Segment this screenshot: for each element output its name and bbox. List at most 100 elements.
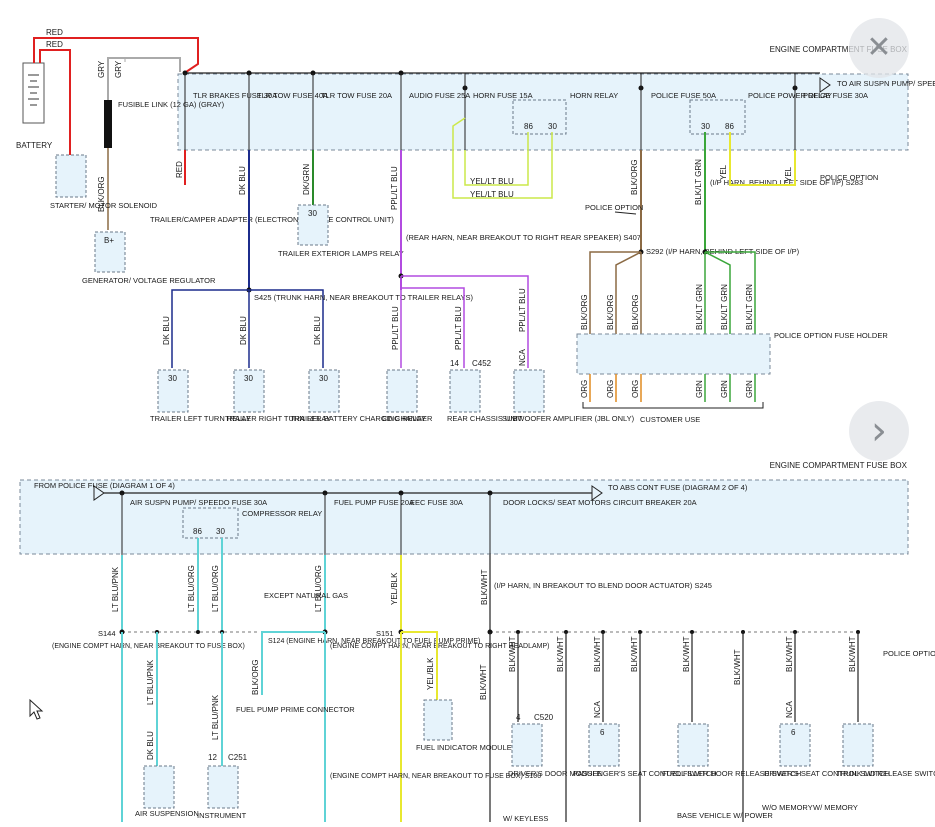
s425-label: S425 (TRUNK HARN, NEAR BREAKOUT TO TRAIL… — [254, 293, 473, 302]
wire-blkltgrn-label: BLK/LT GRN — [694, 159, 703, 205]
drivers-door-box — [511, 723, 543, 767]
wire-dkblu-c: DK BLU — [313, 316, 322, 345]
c251-label: C251 — [228, 753, 248, 762]
fuse-label: EEC FUSE 30A — [410, 498, 463, 507]
wire-ppl-label: PPL/LT BLU — [390, 166, 399, 210]
c520-label: C520 — [534, 713, 554, 722]
trunk-lid-box — [842, 723, 874, 767]
ext-lamps-relay — [297, 204, 329, 246]
pin30-b: 30 — [244, 374, 253, 383]
horn-relay-label: HORN RELAY — [570, 91, 618, 100]
next-button[interactable]: › — [849, 401, 909, 461]
brown-wire — [615, 251, 642, 345]
drv-seat-box — [779, 723, 811, 767]
cr-pin-86: 86 — [193, 527, 202, 536]
rear-chassis-box — [449, 369, 481, 413]
pass-seat-box — [588, 723, 620, 767]
wire-blkltgrn-b: BLK/LT GRN — [720, 284, 729, 330]
fusible-link-icon — [104, 100, 112, 148]
ext-lamps-label: TRAILER EXTERIOR LAMPS RELAY — [278, 249, 404, 258]
relay-left-turn — [157, 369, 189, 413]
wire-ppl-b: PPL/LT BLU — [454, 306, 463, 350]
wire-ltblupnk: LT BLU/PNK — [111, 566, 120, 612]
drv-seat-label: DRIVER'S SEAT CONTROL SWITCH — [764, 769, 890, 778]
chevron-right-icon: › — [871, 408, 887, 454]
fuel-indicator-box — [423, 699, 453, 741]
connector-a-icon — [93, 485, 105, 501]
yel-wire — [729, 132, 796, 186]
wire-yel-1: YEL — [719, 164, 728, 180]
police-option-bottom: POLICE OPTION — [883, 649, 935, 658]
wire-blkwht-g: BLK/WHT — [682, 636, 691, 672]
police-holder-label: POLICE OPTION FUSE HOLDER — [774, 331, 888, 340]
fusebox-label-line: ENGINE COMPARTMENT FUSE BOX — [770, 45, 908, 54]
subwoofer-label: SUBWOOFER AMPLIFIER (JBL ONLY) — [502, 414, 635, 423]
wire-yelltblu-2: YEL/LT BLU — [470, 190, 514, 199]
wire-ltbluorg-c: LT BLU/ORG — [314, 565, 323, 612]
starter-relay — [55, 154, 87, 198]
s151-note: (ENGINE COMPT HARN, NEAR BREAKOUT TO RIG… — [330, 643, 550, 650]
w-memory-label: W/ MEMORY — [813, 803, 858, 812]
wire-ltblupnk-b: LT BLU/PNK — [146, 659, 155, 705]
wire-yelblk-b: YEL/BLK — [426, 657, 435, 690]
s245-label: (I/P HARN, IN BREAKOUT TO BLEND DOOR ACT… — [494, 581, 712, 590]
horn-relay — [512, 99, 567, 135]
wire-org-a: ORG — [580, 380, 589, 398]
bottom-fusebox-label: ENGINE COMPARTMENT FUSE BOX — [770, 461, 908, 470]
s151-label: S151 — [376, 629, 394, 638]
wo-memory-label: W/O MEMORY — [762, 803, 813, 812]
wire-org-c: ORG — [631, 380, 640, 398]
pin4: 4 — [516, 713, 521, 722]
red-label-2: RED — [46, 40, 63, 49]
wire-grn-a: GRN — [695, 380, 704, 398]
fuse-door: DOOR LOCKS/ SEAT MOTORS CIRCUIT BREAKER … — [487, 490, 697, 555]
generator-label: GENERATOR/ VOLTAGE REGULATOR — [82, 276, 216, 285]
pin30-a: 30 — [168, 374, 177, 383]
wire-blkorg-a: BLK/ORG — [580, 294, 589, 330]
close-button[interactable]: ✕ — [849, 18, 909, 78]
bottom-fusebox — [19, 479, 909, 555]
air-susp-box — [143, 765, 175, 809]
fuse-fuel: FUEL PUMP FUSE 20A — [322, 490, 414, 555]
trunk-lid-label: TRUNK LID RELEASE SWITCH — [836, 769, 935, 778]
wire-yelblk: YEL/BLK — [390, 572, 399, 605]
wire-dkblu-bottom: DK BLU — [146, 731, 155, 760]
horn-pin-86: 86 — [524, 122, 533, 131]
dk-blu-wire — [249, 289, 324, 368]
relay-battery — [308, 369, 340, 413]
generator-pin: B+ — [104, 236, 114, 245]
wire-yelltblu-1: YEL/LT BLU — [470, 177, 514, 186]
wire-red-label: RED — [175, 161, 184, 178]
to-air-label: TO AIR SUSPN PUMP/ SPEEDO FUSE (DIAGRAM … — [837, 79, 935, 88]
wire-blkorg-c: BLK/ORG — [631, 294, 640, 330]
fuse-label: POLICE FUSE 30A — [803, 91, 868, 100]
wire-blkwht-j: BLK/WHT — [848, 636, 857, 672]
wire-ltbluorg-a: LT BLU/ORG — [187, 565, 196, 612]
fuel-prime-label: FUEL PUMP PRIME CONNECTOR — [236, 705, 355, 714]
relay-right-turn — [233, 369, 265, 413]
relay-right-turn-label: TRAILER RIGHT TURN RELAY — [225, 414, 331, 423]
nca-top: NCA — [518, 348, 527, 366]
wire-blkwht-d: BLK/WHT — [556, 636, 565, 672]
customer-use-bracket — [582, 402, 764, 409]
wire-blkltgrn-c: BLK/LT GRN — [745, 284, 754, 330]
fuse-air: AIR SUSPN PUMP/ SPEEDO FUSE 30A — [119, 490, 267, 555]
s124-label: S124 (ENGINE HARN, NEAR BREAKOUT TO FUEL… — [268, 638, 480, 645]
top-fusebox-label: ENGINE COMPARTMENT FUSE BOX — [770, 45, 908, 54]
fuse-eec: EEC FUSE 30A — [398, 490, 463, 555]
cyan-wire — [261, 631, 325, 695]
fuse-tlr-brakes: TLR BRAKES FUSE 30A — [182, 70, 277, 150]
wire-blkwht-e: BLK/WHT — [593, 636, 602, 672]
trailer-adapter-label: TRAILER/CAMPER ADAPTER (ELECTRONIC BRAKE… — [150, 215, 394, 224]
wire-blkwht: BLK/WHT — [480, 569, 489, 605]
fuse-label: AIR SUSPN PUMP/ SPEEDO FUSE 30A — [130, 498, 267, 507]
battery-label: BATTERY — [16, 141, 53, 150]
fuel-indicator-label: FUEL INDICATOR MODULE — [416, 743, 512, 752]
wire-blkwht-b: BLK/WHT — [479, 664, 488, 700]
fuel-filler-box — [677, 723, 709, 767]
drivers-door-label: DRIVER'S DOOR MODULE — [508, 769, 602, 778]
wire-dkblu-a: DK BLU — [162, 316, 171, 345]
starter-label: STARTER/ MOTOR SOLENOID — [50, 201, 158, 210]
wire-blkwht-h: BLK/WHT — [733, 649, 742, 685]
